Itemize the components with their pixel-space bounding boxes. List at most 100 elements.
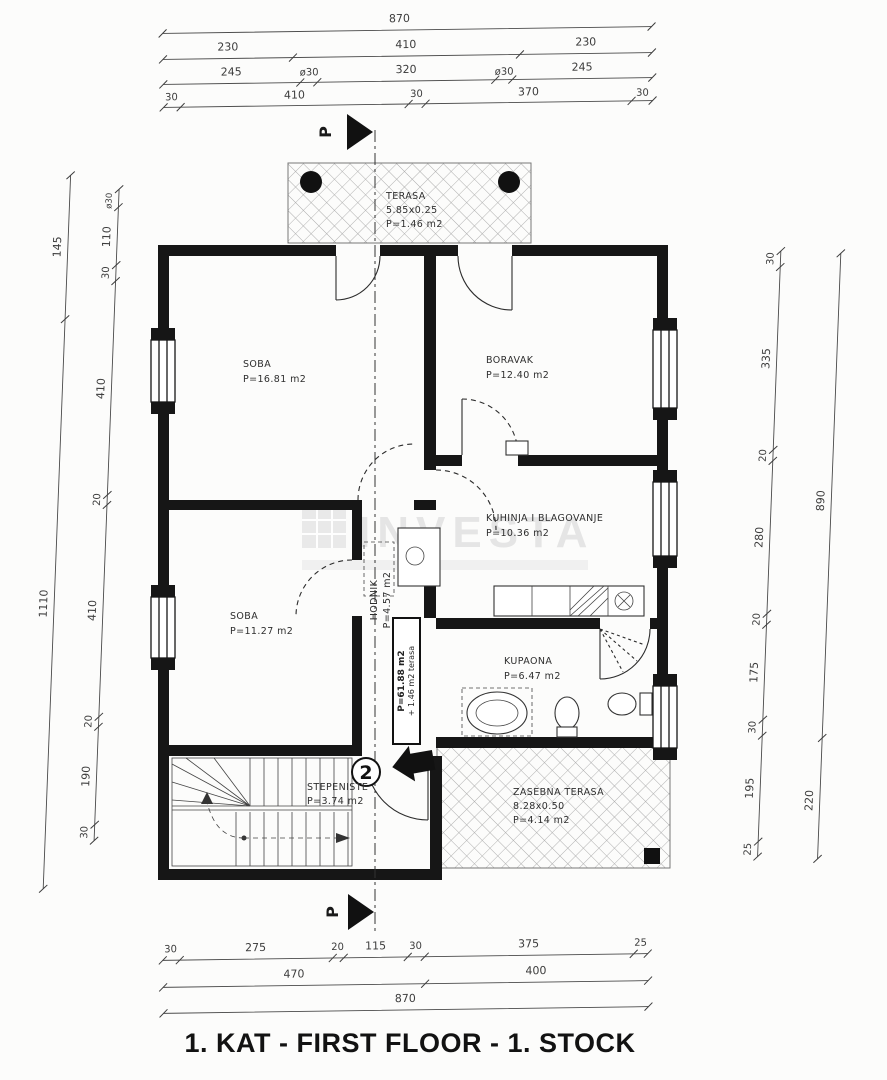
right-dimensions: 30 335 20 280 20 175 30 195 25 890 220 xyxy=(743,246,846,864)
dim-label: 20 xyxy=(758,449,769,462)
kupaona-area: P=6.47 m2 xyxy=(504,671,561,682)
dim-label: 30 xyxy=(101,266,112,279)
terrace-column xyxy=(498,171,520,193)
dim-label: 890 xyxy=(814,490,828,511)
dim-label: 335 xyxy=(759,348,773,369)
section-marker-letter-top: P xyxy=(316,126,335,138)
dim-label: 175 xyxy=(747,662,761,683)
soba2-area: P=11.27 m2 xyxy=(230,626,293,637)
hall-fixtures xyxy=(363,527,441,597)
dim-label: 30 xyxy=(79,826,90,839)
kuhinja-name: KUHINJA I BLAGOVANJE xyxy=(486,513,603,524)
dim-label: 110 xyxy=(100,226,114,247)
dim-label: 245 xyxy=(221,65,242,78)
dim-label: 25 xyxy=(743,843,754,856)
section-marker-letter-bottom: P xyxy=(323,906,342,918)
dim-label: 410 xyxy=(395,38,416,51)
soba1-door-arc xyxy=(357,443,415,501)
floor-number: 2 xyxy=(359,762,372,784)
dim-label: 470 xyxy=(283,967,304,980)
dim-label: 410 xyxy=(86,600,100,621)
doors xyxy=(295,255,651,821)
dim-label: 230 xyxy=(217,40,238,53)
total-area-line2: + 1.46 m2 terasa xyxy=(407,646,416,716)
bathroom-fixtures xyxy=(461,687,653,738)
soba1-name: SOBA xyxy=(243,359,271,370)
stair-direction-arrow xyxy=(201,792,213,804)
dim-label: 190 xyxy=(79,766,93,787)
section-line: P P xyxy=(316,114,376,935)
dim-label: 195 xyxy=(743,777,757,798)
dim-label: 1110 xyxy=(37,589,51,617)
dim-label: 30 xyxy=(164,944,177,955)
dim-label: 20 xyxy=(83,715,94,728)
dim-label: 400 xyxy=(525,964,546,977)
dim-label: 410 xyxy=(94,378,108,399)
dim-label: 30 xyxy=(410,89,423,100)
total-area-box: P=61.88 m2 + 1.46 m2 terasa xyxy=(392,617,421,745)
dim-label: 870 xyxy=(389,12,410,25)
hodnik-area: P=4.57 m2 xyxy=(382,572,393,629)
dim-label: 375 xyxy=(518,937,539,950)
zasebna-name: ZASEBNA TERASA xyxy=(513,787,604,798)
bottom-dimensions: 30 275 20 115 30 375 25 470 400 870 xyxy=(158,937,653,1018)
dim-label: 30 xyxy=(747,721,758,734)
kitchen-door-arc xyxy=(435,469,497,531)
dim-label: 115 xyxy=(365,939,386,952)
top-dimensions: 870 230 410 230 245 ø30 320 ø30 245 30 4… xyxy=(158,12,657,112)
dim-label: 220 xyxy=(802,790,816,811)
dim-label: ø30 xyxy=(495,67,514,78)
drawing-title: 1. KAT - FIRST FLOOR - 1. STOCK xyxy=(184,1028,635,1058)
terrace-corner-block xyxy=(644,848,660,864)
section-marker-triangle-top xyxy=(347,114,373,150)
kuhinja-area: P=10.36 m2 xyxy=(486,528,549,539)
dim-label: 245 xyxy=(572,60,593,73)
kupaona-door-arc xyxy=(599,628,651,680)
dim-label: 20 xyxy=(331,942,344,953)
windows xyxy=(150,329,678,749)
dim-label: 25 xyxy=(634,938,647,949)
dim-label: 30 xyxy=(165,92,178,103)
dim-label: 145 xyxy=(50,236,64,257)
zasebna-area: P=4.14 m2 xyxy=(513,815,570,826)
walls xyxy=(151,245,677,880)
soba1-area: P=16.81 m2 xyxy=(243,374,306,385)
dim-label: ø30 xyxy=(104,193,115,209)
dim-label: 30 xyxy=(765,252,776,265)
kitchen-fixtures xyxy=(493,440,645,617)
section-marker-triangle-bottom xyxy=(348,894,374,930)
bidet xyxy=(607,692,637,716)
room-labels: TERASA 5.85x0.25 P=1.46 m2 SOBA P=16.81 … xyxy=(230,191,604,826)
terrace-top xyxy=(287,162,532,244)
terasa-dims: 5.85x0.25 xyxy=(386,205,438,216)
zasebna-dims: 8.28x0.50 xyxy=(513,801,565,812)
dim-label: 870 xyxy=(395,992,416,1005)
dim-label: 275 xyxy=(245,941,266,954)
dim-label: 30 xyxy=(636,88,649,99)
hodnik-name: HODNIK xyxy=(369,579,380,620)
total-area-line1: P=61.88 m2 xyxy=(397,650,407,711)
watermark: INVESTA xyxy=(302,506,588,570)
dim-label: 320 xyxy=(396,63,417,76)
floor-number-marker: 2 xyxy=(351,745,436,787)
soba2-door-arc xyxy=(295,559,353,617)
boravak-name: BORAVAK xyxy=(486,355,534,366)
soba2-name: SOBA xyxy=(230,611,258,622)
boravak-area: P=12.40 m2 xyxy=(486,370,549,381)
entry-arrow-icon xyxy=(392,745,436,782)
radiator xyxy=(505,440,529,456)
terrace-bottom xyxy=(436,741,671,869)
dim-label: 280 xyxy=(752,527,766,548)
boravak-door-arc xyxy=(461,398,519,456)
dim-label: 20 xyxy=(92,493,103,506)
dim-label: ø30 xyxy=(300,67,319,78)
terasa-name: TERASA xyxy=(385,191,426,202)
kupaona-name: KUPAONA xyxy=(504,656,552,667)
terrace-column xyxy=(300,171,322,193)
stair-direction-arrow xyxy=(336,833,350,843)
dim-label: 410 xyxy=(284,88,305,101)
stepeniste-area: P=3.74 m2 xyxy=(307,796,364,807)
stairs xyxy=(171,757,353,867)
